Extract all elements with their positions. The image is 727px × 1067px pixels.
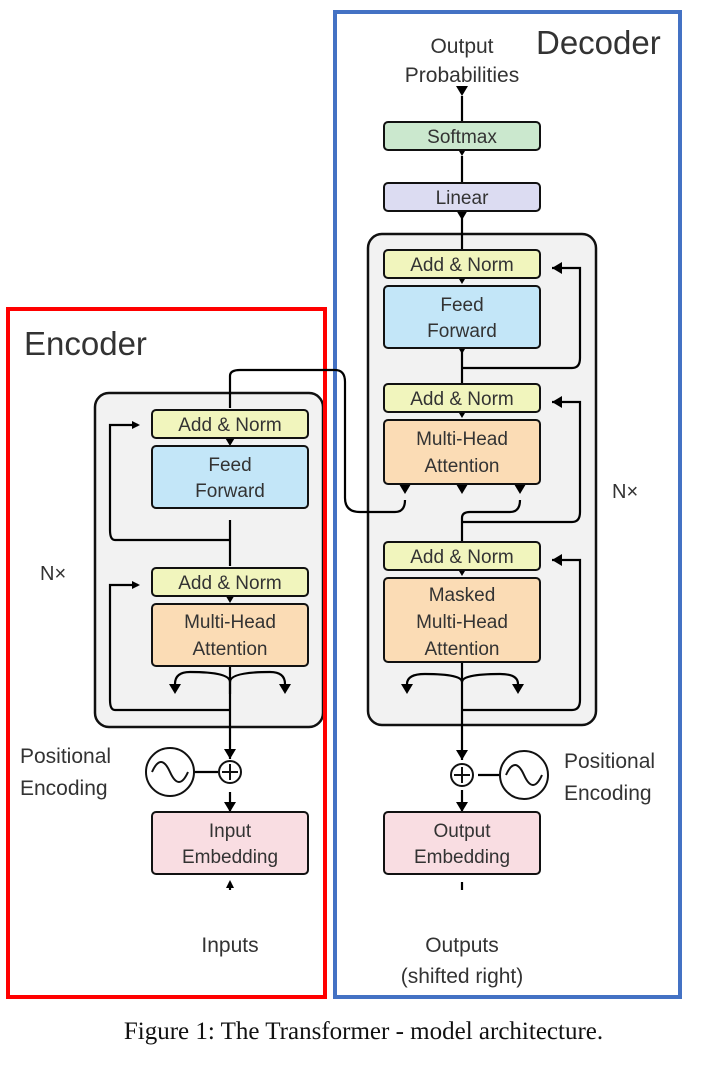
encoder-feed-forward-label-2: Forward [195,481,265,502]
decoder-add-norm-cross [383,383,541,413]
decoder-feed-forward-label-1: Feed [440,295,483,316]
encoder-multi-head-attention [151,603,309,667]
decoder-add-norm-masked-label: Add & Norm [410,547,513,568]
decoder-softmax [383,121,541,151]
figure-caption: Figure 1: The Transformer - model archit… [123,1018,604,1045]
encoder-positional-label-2: Encoding [20,777,108,800]
encoder-attention-label-2: Attention [193,639,268,660]
output-embedding-label-2: Embedding [414,847,510,868]
decoder-outline [333,10,682,999]
encoder-feed-forward-label-1: Feed [208,455,251,476]
encoder-title: Encoder [24,325,147,362]
input-embedding-label-2: Embedding [182,847,278,868]
outputs-shifted-label: (shifted right) [401,965,524,988]
outputs-label: Outputs [425,934,499,957]
linear-label: Linear [436,188,489,209]
decoder-add-norm-cross-label: Add & Norm [410,389,513,410]
transformer-diagram: Add & Norm Feed Forward Add & Norm Multi… [6,10,682,999]
output-embedding [383,811,541,875]
decoder-cross-attention [383,419,541,485]
encoder-stack [93,391,325,729]
output-probabilities-label-2: Probabilities [405,64,519,87]
output-probabilities-label-1: Output [430,35,493,58]
output-embedding-label-1: Output [433,821,491,842]
decoder-linear [383,182,541,212]
masked-attention-label-3: Attention [425,639,500,660]
decoder-feed-forward-label-2: Forward [427,321,497,342]
masked-attention-label-2: Multi-Head [416,612,508,633]
encoder-feed-forward [151,445,309,509]
encoder-add-norm-top [151,409,309,439]
decoder-positional-label-2: Encoding [564,782,652,805]
cross-attention-label-1: Multi-Head [416,429,508,450]
encoder-outline [6,307,327,999]
decoder-add-norm-ff-label: Add & Norm [410,255,513,276]
masked-attention-label-1: Masked [429,585,496,606]
decoder-title: Decoder [536,24,661,61]
encoder-add-norm-bottom [151,567,309,597]
decoder-add-norm-ff [383,249,541,279]
inputs-label: Inputs [201,934,258,957]
encoder-add-norm-bottom-label: Add & Norm [178,573,281,594]
softmax-label: Softmax [427,127,497,148]
cross-attention-label-2: Attention [425,456,500,477]
input-embedding [151,811,309,875]
decoder-positional-label-1: Positional [564,750,655,773]
encoder-attention-label-1: Multi-Head [184,612,276,633]
encoder-positional-label-1: Positional [20,745,111,768]
input-embedding-label-1: Input [209,821,252,842]
encoder-repeat-label: N× [40,563,66,585]
decoder-feed-forward [383,285,541,349]
decoder-repeat-label: N× [612,481,638,503]
encoder-add-norm-top-label: Add & Norm [178,415,281,436]
decoder-add-norm-masked [383,541,541,571]
decoder-masked-attention [383,577,541,663]
